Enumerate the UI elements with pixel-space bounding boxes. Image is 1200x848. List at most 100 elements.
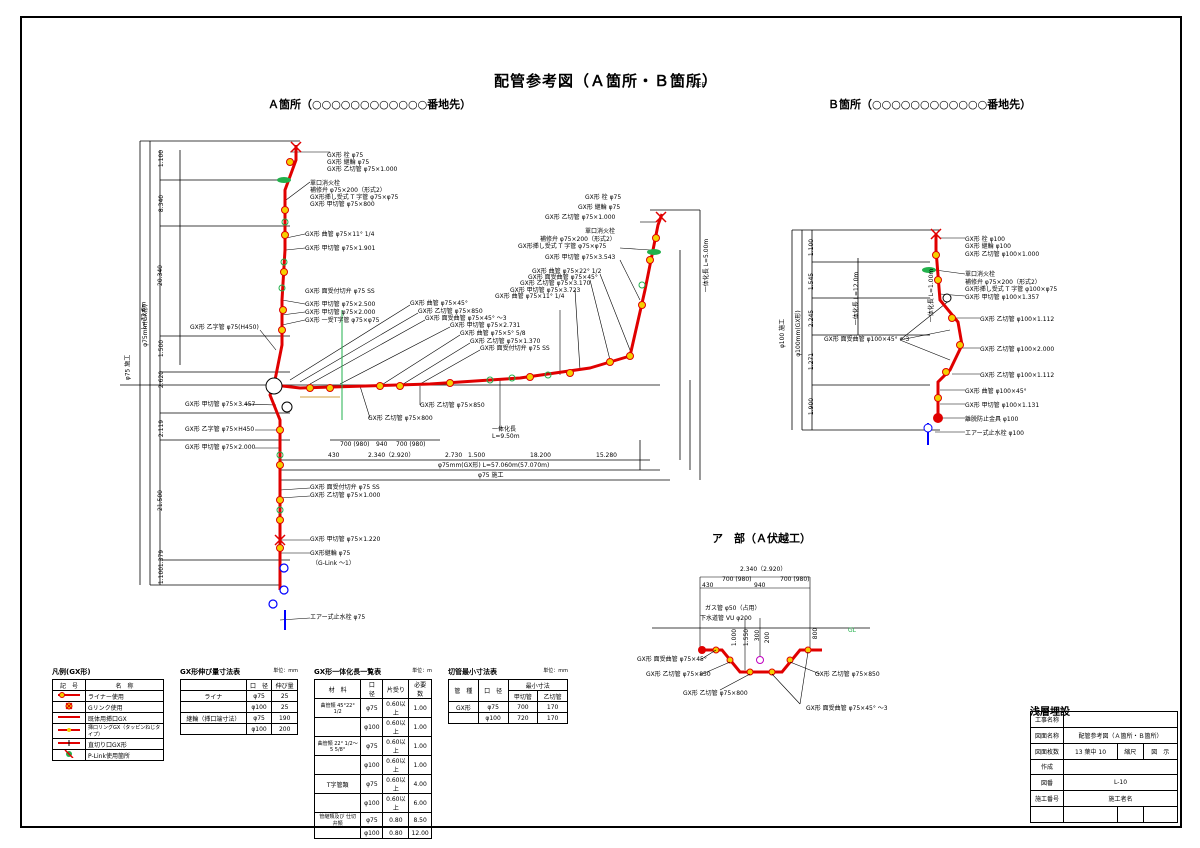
b-label: 離脱防止金具 φ100 [965,416,1019,423]
table-header: 甲切管 [507,690,539,702]
a-dim: 430 [328,452,340,459]
b-dim: 1.100 [808,238,816,257]
a-dim: 1.379 [158,549,166,568]
table-header: 管 種 [448,679,479,702]
a-label: GX形 面受曲管 φ75×45° ～3 [425,315,507,322]
b-dim: φ100 施工 [779,318,787,349]
a-dim: 一体化長 L=5.00m [703,238,711,293]
a-label: GX形 栓 φ75 [585,194,622,201]
a-dim: 1.100 [158,566,166,585]
a-label: 單口消火栓 [585,228,616,235]
a-label: GX形 曲管 φ75×22° 1/2 [532,268,602,275]
table-header: 乙切管 [537,690,568,702]
a-label: GX形 乙切管 φ75×1.000 [545,214,616,221]
a-dim: 700 (980) [340,441,370,448]
cut-table-unit: 単位：mm [543,668,568,674]
detail-dim: 300 [754,629,762,642]
title-block-value: 配管参考図（Ａ箇所・Ｂ箇所） [1063,726,1178,744]
a-label: GX形 甲切管 φ75×800 [310,201,375,208]
a-dim: φ75 施工 [124,354,132,381]
a-label: GX形 曲管 φ75×11° 1/4 [305,231,375,238]
section-a-fittings [268,141,667,609]
legend-row: P-Link使用箇所 [85,749,164,761]
a-dim: 1.500 [468,452,486,459]
detail-dim: 700 (980) [780,576,810,583]
a-label: GX形 乙切管 φ75×3.170 [520,280,591,287]
a-dim: 18.200 [530,452,551,459]
a-label: GX形 乙切管 φ75×850 [418,308,483,315]
a-dim: 700 (980) [396,441,426,448]
a-label: GX形 甲切管 φ75×3.543 [545,254,616,261]
detail-label: ガス管 φ50（占用） [705,605,761,612]
title-block-label: 作成 [1030,758,1064,776]
b-label: GX形 甲切管 φ100×1.131 [965,402,1040,409]
b-label: GX形 乙切管 φ100×1.112 [980,316,1055,323]
a-dim: 20.340 [157,265,164,286]
a-label: GX形挿し受式 T 字管 φ75×φ75 [518,243,607,250]
b-label: GX形 乙切管 φ100×1.000 [965,251,1040,258]
table-header [180,679,247,691]
section-b-leaders [899,237,980,433]
table-header: 口 径 [360,679,384,699]
legend-title: 凡例(GX形) [52,668,91,676]
drawing-title: 配管参考図（Ａ箇所・Ｂ箇所） [494,72,719,90]
table-header: 口 径 [477,679,509,702]
a-label: GX形 甲切管 φ75×3.723 [510,287,581,294]
detail-dim: 700 (980) [722,576,752,583]
legend: 凡例(GX形) 記 号名 称 ライナー使用 Gリンク使用 既体用挿口GX 挿口リ… [52,667,164,761]
table-header: 必要数 [408,679,432,699]
legend-symbol-plink [52,749,86,761]
b-label: GX形 乙切管 φ100×2.000 [980,346,1055,353]
legend-header: 記 号 [52,679,86,691]
detail-label: GX形 乙切管 φ75×850 [815,671,880,678]
section-a-pipe [265,145,664,630]
title-block-value: 13 葉中 10 [1062,742,1119,760]
a-dim: 21.500 [157,490,164,511]
detail-dim: 800 [812,627,820,640]
table-header: 最小寸法 [507,679,568,691]
drawing-title-note: FREE [690,82,706,89]
detail-dim: 1.000 [731,628,739,647]
drawing-frame [20,16,1182,828]
a-label: GX形 曲管 φ75×11° 1/4 [495,293,565,300]
section-a-leaders [244,151,656,621]
a-dim: 1.100 [158,149,166,168]
a-label: GX形 乙切管 φ75×800 [368,415,433,422]
a-dim: φ75 施工 [478,472,504,479]
b-label: GX形 甲切管 φ100×1.357 [965,294,1040,301]
table-header: 材 料 [313,679,362,699]
a-label: GX形 栓 φ75 [327,152,364,159]
svg-text:GL: GL [848,627,857,634]
detail-dim: 1.550 [743,628,751,647]
b-label: GX形 面受曲管 φ100×45° ～3 [824,336,910,343]
a-label: GX形継輪 φ75 [310,550,351,557]
a-dim: 2.340（2.920） [368,452,415,459]
b-dim: φ100mm(GX形) [794,310,802,357]
a-label: GX形挿し受式 T 字管 φ75×φ75 [310,194,399,201]
a-label: GX形 乙切管 φ75×1.000 [310,492,381,499]
legend-row: 既体用挿口GX [85,712,164,724]
a-dim: 2.119 [158,419,166,438]
b-dim: 1.545 [808,272,816,291]
b-label: GX形 曲管 φ100×45° [965,388,1027,395]
b-label: GX形 栓 φ100 [965,236,1005,243]
a-label: GX形 曲管 φ75×45° [410,300,468,307]
integration-table-unit: 単位：m [412,668,432,674]
a-label: 單口消火栓 [310,180,341,187]
a-label: エアー式止水栓 φ75 [310,614,366,621]
title-block-value: 施工者名 [1063,790,1178,808]
a-label: GX形 継輪 φ75 [578,204,621,211]
a-label: GX形 乙切管 φ75×1.370 [470,338,541,345]
a-label: GX形 甲切管 φ75×2.731 [450,322,521,329]
detail-dim: 430 [702,582,714,589]
a-label: GX形 乙切管 φ75×1.000 [327,166,398,173]
a-label: （G-Link ～1） [312,560,355,567]
